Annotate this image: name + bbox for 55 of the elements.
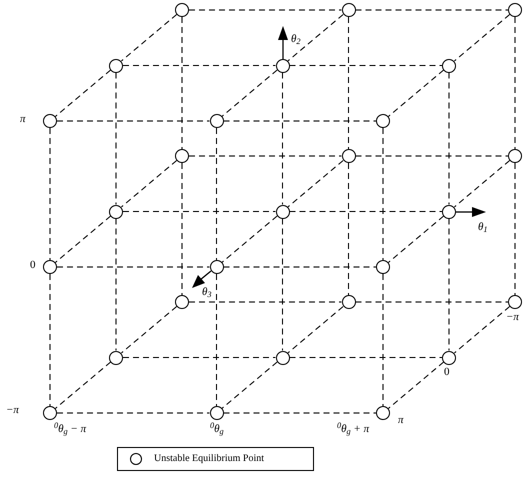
dashed-connector [348, 16, 349, 150]
dashed-connector [122, 65, 276, 66]
dashed-connector [54, 362, 112, 409]
dashed-connector [56, 266, 210, 268]
dashed-connector [120, 306, 178, 354]
dashed-connector [221, 70, 278, 117]
dashed-connector [289, 211, 442, 212]
dashed-connector [120, 14, 178, 62]
axis-label: θ$_{1}$ [478, 221, 488, 234]
dashed-connector [223, 120, 376, 122]
dashed-connector [282, 218, 283, 351]
axis-label: −π [506, 311, 519, 324]
axis-label: 0 [30, 259, 36, 272]
dashed-connector [289, 65, 442, 66]
dashed-connector [454, 160, 510, 208]
axis-label: θ$_{3}$ [202, 286, 212, 299]
axis-label: $^{0}$θ$_{g}$ − π [54, 423, 86, 436]
dashed-connector [56, 120, 210, 122]
dashed-connector [287, 14, 344, 62]
axis-label: $^{0}$θ$_{g}$ + π [337, 423, 370, 436]
dashed-connector [382, 128, 384, 260]
dashed-connector [388, 70, 444, 117]
dashed-connector [514, 16, 516, 150]
dashed-connector [514, 162, 516, 296]
dashed-connector [287, 160, 344, 208]
dashed-connector [216, 274, 217, 406]
dashed-connector [122, 211, 276, 212]
dashed-connector [287, 306, 344, 354]
dashed-connector [221, 362, 278, 409]
dashed-connector [54, 216, 112, 263]
legend-text: Unstable Equilibrium Point [154, 453, 264, 465]
dashed-connector [223, 266, 376, 268]
dashed-connector [448, 72, 450, 205]
axis-label: 0 [444, 366, 450, 379]
dashed-connector [454, 14, 510, 62]
axis-label: θ$_{2}$ [291, 33, 301, 46]
dashed-connector [454, 306, 510, 354]
dashed-connector [120, 160, 178, 208]
dashed-connector [448, 218, 450, 351]
dashed-connector [388, 216, 444, 263]
dashed-connector [348, 162, 349, 296]
dashed-connector [122, 357, 276, 358]
dashed-connector [382, 274, 384, 406]
axis-label: π [20, 113, 26, 126]
dashed-connector [54, 70, 112, 117]
dashed-connector [282, 72, 283, 205]
dashed-connector [223, 412, 376, 414]
axis-label: −π [6, 404, 19, 417]
dashed-connector [56, 412, 210, 414]
dashed-connector [289, 357, 442, 358]
dashed-connector [221, 216, 278, 263]
axis-label: π [398, 414, 404, 427]
dashed-connector [388, 362, 444, 409]
dashed-connector [216, 128, 217, 260]
axis-label: $^{0}$θ$_{g}$ [210, 423, 224, 436]
